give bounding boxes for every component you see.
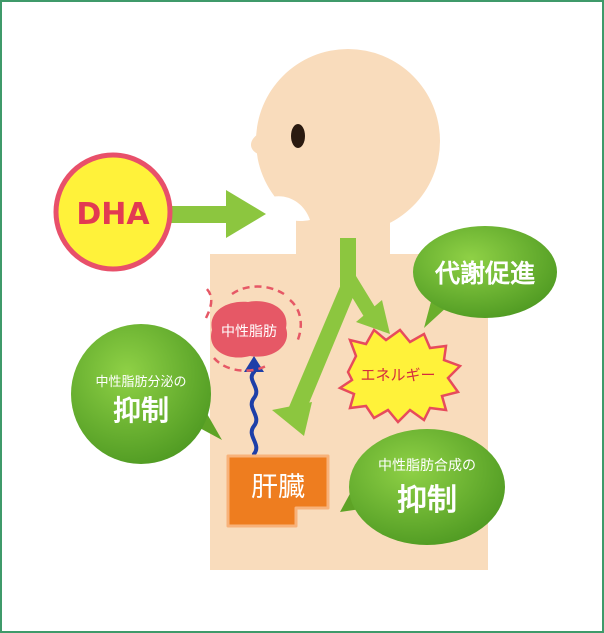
triglyceride-label: 中性脂肪 <box>221 324 277 340</box>
energy-label: エネルギー <box>360 366 435 384</box>
metabolism-label: 代謝促進 <box>434 259 535 288</box>
liver-label: 肝臓 <box>251 472 305 503</box>
secretion-suppression-bubble: 中性脂肪分泌の 抑制 <box>71 324 222 464</box>
synthesis-suppress-top: 中性脂肪合成の <box>378 458 476 474</box>
secretion-suppress-bottom: 抑制 <box>113 394 169 427</box>
eye <box>291 124 305 148</box>
synthesis-suppress-bottom: 抑制 <box>397 483 457 518</box>
dha-node: DHA <box>56 155 170 269</box>
secretion-suppress-top: 中性脂肪分泌の <box>95 374 186 390</box>
dha-to-mouth-arrow <box>166 190 266 238</box>
metabolism-bubble: 代謝促進 <box>413 226 557 328</box>
dha-label: DHA <box>76 197 150 232</box>
